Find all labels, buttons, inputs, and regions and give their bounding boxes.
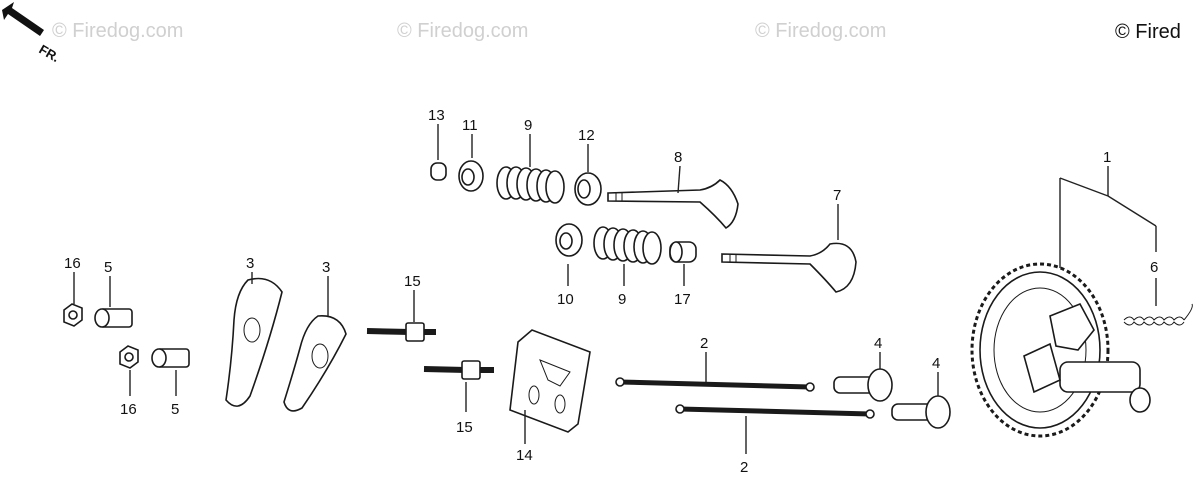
callout-15-lower: 15 (456, 419, 473, 436)
part-7-intake-valve (721, 242, 857, 293)
part-16-nut-lower (119, 345, 139, 369)
callout-3-right: 3 (322, 259, 330, 276)
callout-12: 12 (578, 127, 595, 144)
front-direction-label: FR. (37, 42, 63, 65)
callout-9-upper: 9 (524, 117, 532, 134)
callout-5-lower: 5 (171, 401, 179, 418)
callout-17: 17 (674, 291, 691, 308)
callout-16-upper: 16 (64, 255, 81, 272)
part-16-nut-upper (63, 303, 83, 327)
part-15-rocker-stud-upper (366, 322, 436, 342)
part-12-valve-seal (574, 172, 602, 206)
part-6-decompressor-spring (1123, 303, 1193, 326)
callout-2-upper: 2 (700, 335, 708, 352)
part-3-rocker-arm-right (283, 315, 347, 412)
part-4-valve-lifter-upper (833, 368, 893, 402)
callout-7: 7 (833, 187, 841, 204)
part-9-valve-spring-upper (496, 166, 565, 204)
leader-lines (73, 124, 1157, 454)
callout-9-lower: 9 (618, 291, 626, 308)
callout-5-upper: 5 (104, 259, 112, 276)
callout-16-lower: 16 (120, 401, 137, 418)
copyright-text: © Fired (1115, 21, 1181, 43)
part-5-rocker-pivot-lower (151, 348, 190, 368)
callout-14: 14 (516, 447, 533, 464)
callout-15-upper: 15 (404, 273, 421, 290)
part-8-exhaust-valve (607, 179, 739, 230)
part-17-valve-rotator (669, 241, 697, 263)
part-9-valve-spring-lower (593, 226, 662, 265)
callout-10: 10 (557, 291, 574, 308)
callout-6: 6 (1150, 259, 1158, 276)
part-11-spring-retainer (458, 160, 484, 192)
callout-11: 11 (462, 117, 478, 134)
callout-3-left: 3 (246, 255, 254, 272)
callout-13: 13 (428, 107, 445, 124)
part-15-rocker-stud-lower (423, 360, 494, 380)
part-2-push-rod-lower (675, 404, 875, 419)
callout-4-upper: 4 (874, 335, 882, 352)
callout-1: 1 (1103, 149, 1111, 166)
part-10-spring-retainer (555, 223, 583, 257)
part-3-rocker-arm-left (225, 277, 283, 407)
part-14-push-rod-guide-plate (509, 329, 591, 433)
part-2-push-rod-upper (615, 377, 815, 392)
watermark: © Firedog.com (52, 20, 183, 42)
part-4-valve-lifter-lower (891, 395, 951, 429)
callout-4-lower: 4 (932, 355, 940, 372)
callout-2-lower: 2 (740, 459, 748, 476)
part-1-camshaft-gear (970, 262, 1151, 438)
callout-8: 8 (674, 149, 682, 166)
watermark: © Firedog.com (755, 20, 886, 42)
watermark: © Firedog.com (397, 20, 528, 42)
part-5-rocker-pivot-upper (94, 308, 133, 328)
callout-labels: 1 2 2 3 3 4 4 5 5 6 7 8 9 9 10 11 12 13 … (64, 107, 1158, 476)
part-13-valve-cotter (430, 162, 447, 181)
